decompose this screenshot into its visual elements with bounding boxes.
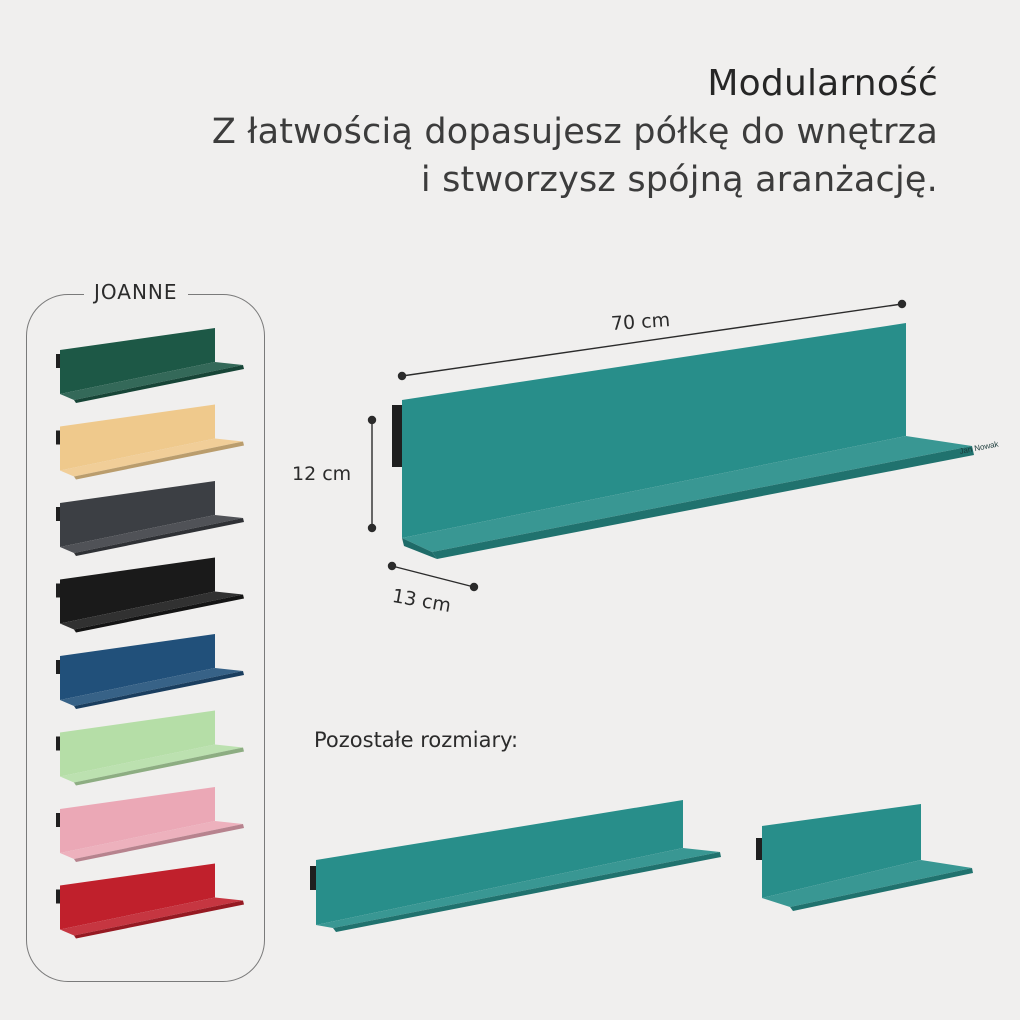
small-shelf-base [762,860,972,907]
swatch-bracket [56,354,61,368]
main-shelf-lip [432,446,974,559]
swatch-pink [56,787,244,862]
small-shelf [756,804,973,911]
swatch-lip [74,747,244,786]
swatch-base [60,362,243,400]
heading: Modularność Z łatwością dopasujesz półkę… [212,60,938,204]
swatch-lip [74,671,244,709]
height-dimension-start [367,415,377,425]
swatch-bracket [56,430,61,445]
palette-title: JOANNE [84,280,188,304]
swatch-base [60,897,243,936]
swatch-back [60,557,215,624]
small-shelf-lip [790,868,973,911]
swatch-black [56,557,244,633]
main-shelf-base [402,436,972,552]
width-dimension-line [401,303,903,377]
swatch-lip [74,441,244,480]
width-dimension-end [897,299,907,309]
medium-shelf-back-panel [316,800,683,925]
swatch-bracket [56,507,61,521]
color-swatches [56,328,244,939]
width-dimension-start [397,371,407,381]
depth-dimension-line [391,565,475,588]
subtitle-line-1: Z łatwością dopasujesz półkę do wnętrza [211,112,938,152]
swatch-base [60,821,243,859]
swatch-sand [56,404,244,480]
brand-mark: Jan Nowak [959,439,1001,456]
main-shelf-back-panel [402,323,906,538]
swatch-base [60,515,243,553]
main-shelf-bracket [392,405,402,467]
swatch-back [60,710,215,777]
swatch-green [56,328,244,403]
subtitle-line-2: i stworzysz spójną aranżację. [420,160,938,200]
swatch-bracket [56,813,61,827]
main-shelf-edge [402,538,437,559]
swatch-base [60,668,243,706]
swatch-navy [56,634,244,709]
swatch-lip [74,824,244,862]
medium-shelf-bracket [310,866,317,890]
swatch-red [56,863,244,939]
main-shelf: Jan Nowak [392,323,1000,559]
height-dimension-end [367,523,377,533]
depth-dimension-start [387,561,397,571]
swatch-back [60,863,215,930]
swatch-back [60,634,215,700]
swatch-bracket [56,660,61,674]
small-shelf-back-panel [762,804,921,898]
swatch-base [60,438,243,477]
swatch-mint [56,710,244,786]
swatch-back [60,481,215,547]
medium-shelf-lip [333,852,721,932]
swatch-lip [74,900,244,939]
depth-dimension-end [469,582,479,592]
swatch-graphite [56,481,244,556]
dimension-lines [367,299,907,592]
swatch-lip [74,594,244,633]
swatch-bracket [56,889,61,904]
swatch-back [60,404,215,471]
other-sizes-label: Pozostałe rozmiary: [314,728,519,752]
swatch-base [60,744,243,783]
swatch-back [60,328,215,394]
small-shelf-bracket [756,838,762,860]
swatch-lip [74,365,244,403]
height-label: 12 cm [292,463,352,485]
swatch-bracket [56,736,61,751]
swatch-lip [74,518,244,556]
medium-shelf [310,800,721,932]
page-title: Modularność [707,63,938,104]
swatch-base [60,591,243,630]
swatch-back [60,787,215,853]
width-label: 70 cm [610,308,671,336]
swatch-bracket [56,583,61,598]
medium-shelf-base [316,848,720,928]
